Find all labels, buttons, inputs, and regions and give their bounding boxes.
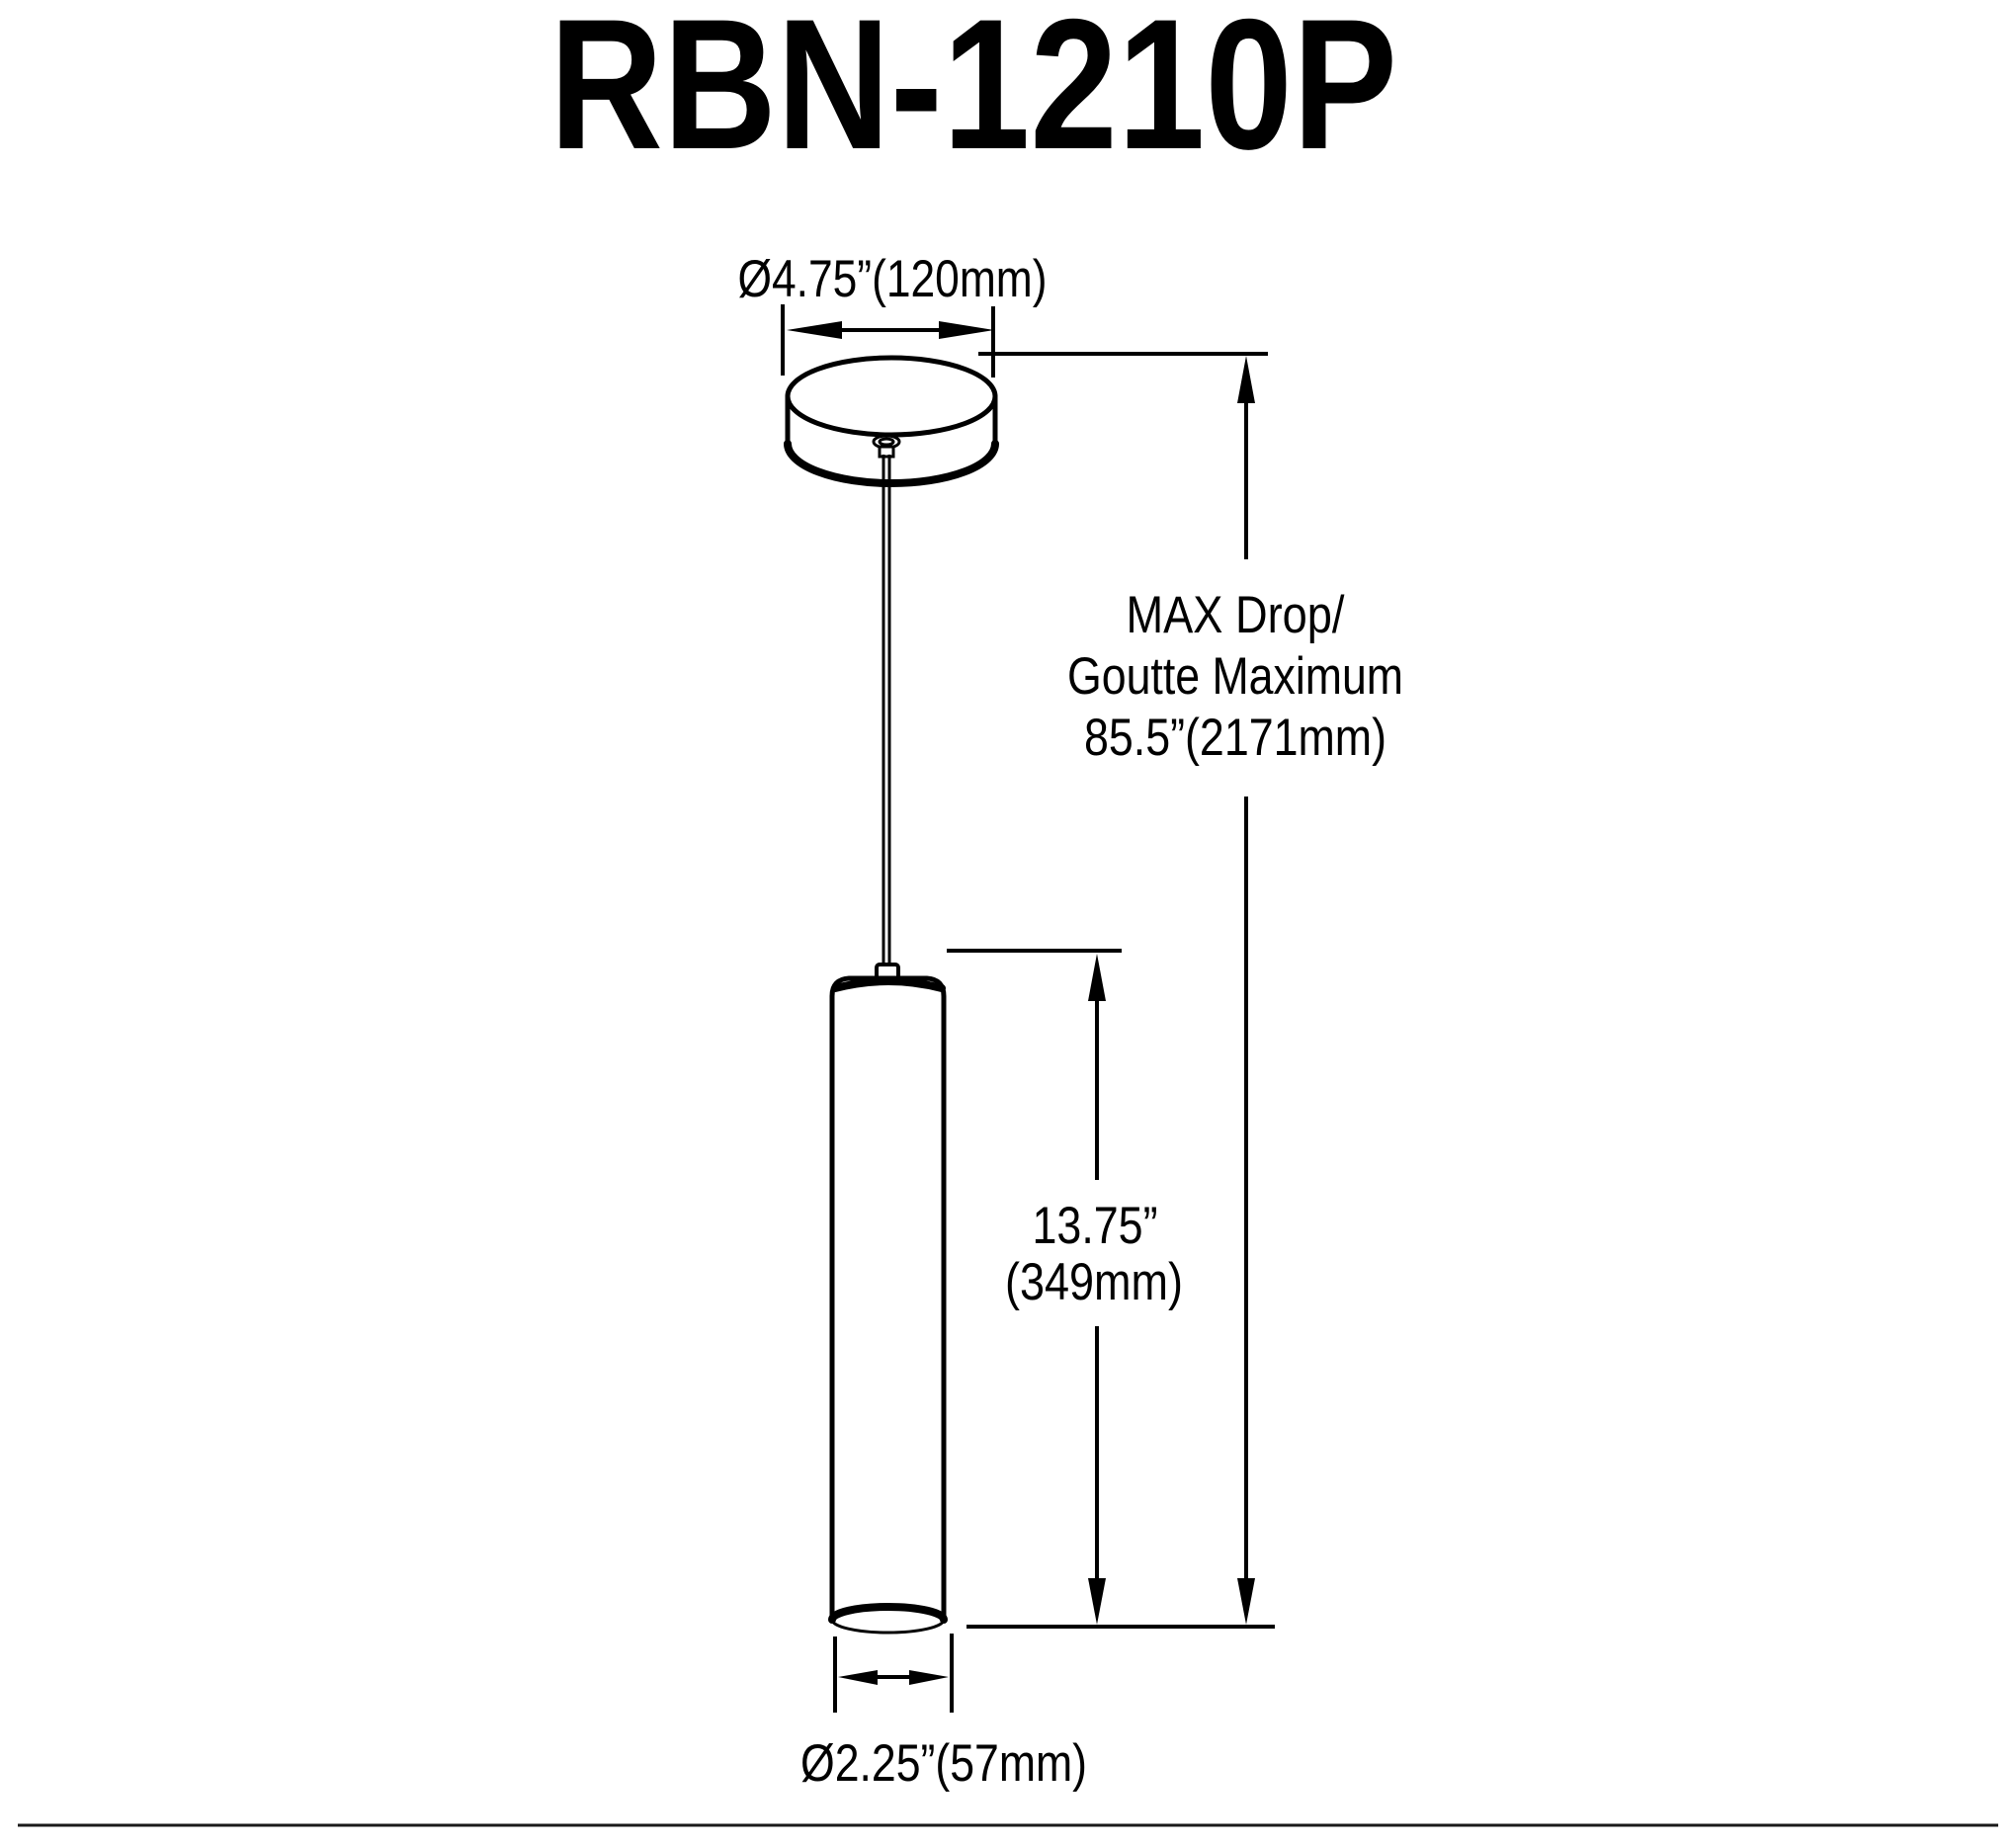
max-drop-label-line1: MAX Drop/ — [1127, 586, 1345, 644]
arrow-left-icon — [838, 1670, 878, 1685]
body-height-label-inches: 13.75” — [1033, 1197, 1158, 1255]
max-drop-label-line3: 85.5”(2171mm) — [1084, 709, 1386, 767]
cord-grip-nut — [878, 445, 895, 459]
canopy-bottom-face — [784, 440, 999, 487]
body-diameter-dimension: Ø2.25”(57mm) — [800, 1634, 1087, 1793]
cylinder-outline — [829, 975, 947, 1623]
suspension-cord — [882, 455, 891, 966]
canopy-top-rim — [785, 355, 998, 438]
arrow-up-icon — [1237, 356, 1255, 403]
canopy-diameter-label: Ø4.75”(120mm) — [738, 250, 1048, 308]
arrow-right-icon — [939, 321, 994, 339]
pendant-cylinder — [828, 963, 948, 1635]
body-height-dimension: 13.75” (349mm) — [947, 949, 1275, 1629]
arrow-left-icon — [787, 321, 842, 339]
canopy-drawing — [784, 355, 999, 487]
cylinder-bottom-rim — [828, 1603, 948, 1624]
arrow-right-icon — [909, 1670, 949, 1685]
arrow-down-icon — [1088, 1578, 1106, 1625]
body-height-label-mm: (349mm) — [1005, 1253, 1183, 1311]
max-drop-dimension: MAX Drop/ Goutte Maximum 85.5”(2171mm) — [1067, 356, 1403, 1625]
body-diameter-label: Ø2.25”(57mm) — [800, 1734, 1087, 1793]
arrow-up-icon — [1088, 954, 1106, 1001]
page-title: RBN-1210P — [549, 0, 1397, 188]
arrow-down-icon — [1237, 1578, 1255, 1625]
canopy-diameter-dimension: Ø4.75”(120mm) — [738, 250, 1048, 378]
cylinder-top-edge — [831, 977, 946, 992]
cord-grip-inner — [878, 437, 895, 447]
max-drop-label-line2: Goutte Maximum — [1067, 647, 1403, 706]
